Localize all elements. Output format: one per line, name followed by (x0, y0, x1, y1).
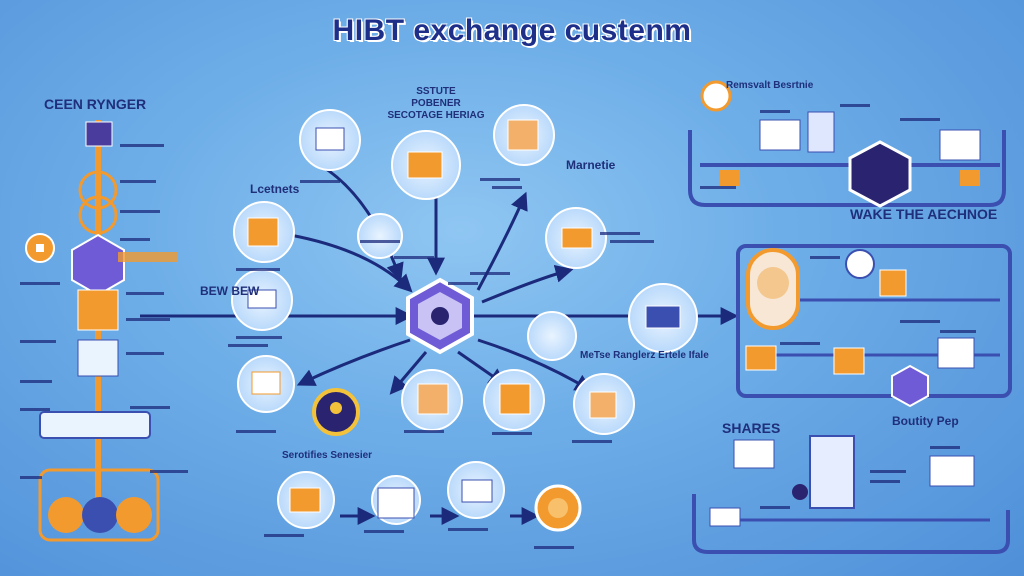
right-top-pipeline (688, 80, 1006, 208)
right-mid-pipeline (736, 244, 1012, 408)
vault-icon (431, 307, 449, 325)
server-icon (85, 121, 113, 147)
exchange-hex-icon (848, 140, 912, 208)
left-chain (20, 120, 188, 542)
coin-icon (48, 497, 84, 533)
node-circles (228, 104, 698, 549)
node-label-b: BEW BEW (200, 284, 260, 298)
node-label-a: Lcetnets (250, 182, 300, 196)
left-header-label: CEEN RYNGER (44, 96, 147, 112)
block-icon (77, 289, 119, 331)
server-rack-icon (809, 435, 855, 509)
central-hub (406, 277, 474, 355)
coins-panel (38, 468, 160, 542)
top-center-label: SSTUTE POBENER SECOTAGE HERIAG (387, 86, 485, 121)
hex-node-icon (71, 233, 125, 297)
chain-link-icon (78, 170, 118, 210)
center-flow-label: MeTse Ranglerz Ertele Ifale (580, 350, 709, 361)
node-label-c: Marnetie (566, 158, 616, 172)
right-bottom-pipeline (692, 435, 1010, 554)
right-exchange-label: WAKE THE AECHNOE (850, 206, 998, 222)
center-below-label: Serotifies Senesier (282, 450, 373, 461)
right-top-label: Remsvalt Besrtnie (726, 80, 814, 91)
page-title: HIBT exchange custenm (332, 14, 692, 47)
right-shares-label: SHARES (722, 420, 781, 436)
right-lower-label: Boutity Pep (892, 414, 959, 428)
